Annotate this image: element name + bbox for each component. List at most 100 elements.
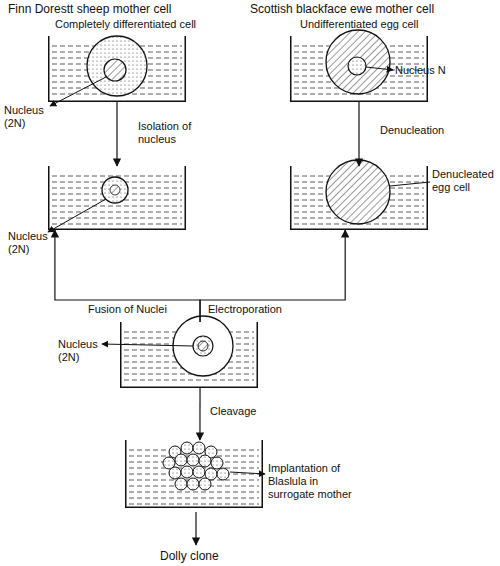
leader-line — [48, 199, 106, 232]
liquid-dash — [294, 46, 424, 47]
beaker-wall — [121, 322, 258, 387]
denucleated-egg — [326, 160, 390, 224]
blastomere — [199, 478, 211, 490]
blastomere — [175, 454, 187, 466]
flow-arrow — [116, 102, 117, 166]
liquid-dash — [52, 88, 182, 89]
flow-arrow — [199, 388, 200, 440]
liquid-dash — [129, 474, 259, 475]
beaker-node: Scottish blackface ewe mother cellUndiff… — [290, 36, 428, 102]
blastula-cluster — [163, 442, 229, 490]
step-label: Fusion of Nuclei — [88, 303, 188, 316]
liquid-dash — [129, 456, 259, 457]
callout-label: Denucleated egg cell — [432, 168, 500, 194]
beaker-node: Nucleus (2N) — [120, 322, 258, 388]
liquid-dash — [294, 200, 424, 201]
blastomere — [205, 468, 217, 480]
blastomere — [193, 442, 205, 454]
blastomere — [205, 446, 217, 458]
blastomere — [217, 468, 229, 480]
liquid-dash — [124, 344, 254, 345]
nucleus-core — [110, 185, 120, 195]
cell-heading: Scottish blackface ewe mother cell — [250, 2, 490, 16]
result-arrow — [195, 512, 196, 545]
liquid-dash — [124, 332, 254, 333]
liquid-dash — [124, 362, 254, 363]
liquid-dash — [52, 58, 182, 59]
beaker-node: Denucleated egg cell — [290, 166, 428, 230]
cell-nucleus — [104, 59, 126, 81]
beaker-outline — [120, 322, 258, 388]
cell-type: Undifferentiated egg cell — [300, 18, 450, 31]
liquid-dash — [294, 194, 424, 195]
blastomere — [181, 466, 193, 478]
liquid-dash — [124, 380, 254, 381]
liquid-dash — [294, 224, 424, 225]
beaker-outline — [48, 36, 186, 102]
liquid-dash — [129, 480, 259, 481]
liquid-dash — [129, 462, 259, 463]
callout-label: Nucleus N — [395, 64, 465, 77]
liquid-dash — [52, 46, 182, 47]
liquid-dash — [124, 368, 254, 369]
flow-arrow — [55, 230, 200, 322]
blastomere — [187, 454, 199, 466]
liquid-dash — [52, 64, 182, 65]
liquid-dash — [124, 356, 254, 357]
liquid-dash — [294, 52, 424, 53]
beaker-node: Finn Dorestt sheep mother cellCompletely… — [48, 36, 186, 102]
liquid-dash — [124, 338, 254, 339]
beaker-wall — [49, 36, 186, 101]
isolated-nucleus — [102, 177, 128, 203]
liquid-dash — [52, 200, 182, 201]
beaker-outline — [125, 440, 263, 508]
blastomere — [199, 455, 211, 467]
liquid-dash — [52, 52, 182, 53]
fused-nucleus — [193, 336, 213, 356]
egg-cell — [326, 30, 390, 94]
liquid-dash — [294, 88, 424, 89]
cell-heading: Finn Dorestt sheep mother cell — [8, 2, 208, 16]
liquid-dash — [294, 182, 424, 183]
liquid-dash — [129, 498, 259, 499]
blastomere — [163, 457, 175, 469]
liquid-dash — [124, 374, 254, 375]
cell-type: Completely differentiated cell — [55, 18, 215, 31]
liquid-dash — [294, 212, 424, 213]
beaker-node: Implantation of Blaslula in surrogate mo… — [125, 440, 263, 508]
liquid-dash — [52, 188, 182, 189]
liquid-dash — [52, 206, 182, 207]
liquid-dash — [129, 450, 259, 451]
liquid-dash — [129, 492, 259, 493]
liquid-dash — [52, 70, 182, 71]
liquid-dash — [52, 212, 182, 213]
liquid-dash — [124, 350, 254, 351]
blastomere — [187, 478, 199, 490]
blastomere — [169, 467, 181, 479]
liquid-dash — [129, 468, 259, 469]
liquid-dash — [52, 176, 182, 177]
callout-label: Nucleus (2N) — [4, 104, 52, 130]
leader-line — [366, 67, 393, 70]
leader-line — [50, 77, 106, 106]
blastomere — [175, 478, 187, 490]
step-label: Isolation of nucleus — [138, 120, 208, 146]
liquid-dash — [129, 486, 259, 487]
liquid-dash — [52, 182, 182, 183]
fused-cell — [173, 316, 233, 376]
body-cell — [87, 36, 147, 96]
blastomere — [193, 466, 205, 478]
liquid-dash — [294, 58, 424, 59]
step-label: Denucleation — [380, 124, 470, 137]
blastomere — [169, 446, 181, 458]
blastomere — [181, 442, 193, 454]
beaker-node: Nucleus (2N) — [48, 166, 186, 230]
liquid-dash — [52, 218, 182, 219]
liquid-dash — [52, 82, 182, 83]
liquid-dash — [52, 94, 182, 95]
egg-nucleus — [348, 57, 366, 75]
callout-label: Nucleus (2N) — [8, 230, 56, 256]
